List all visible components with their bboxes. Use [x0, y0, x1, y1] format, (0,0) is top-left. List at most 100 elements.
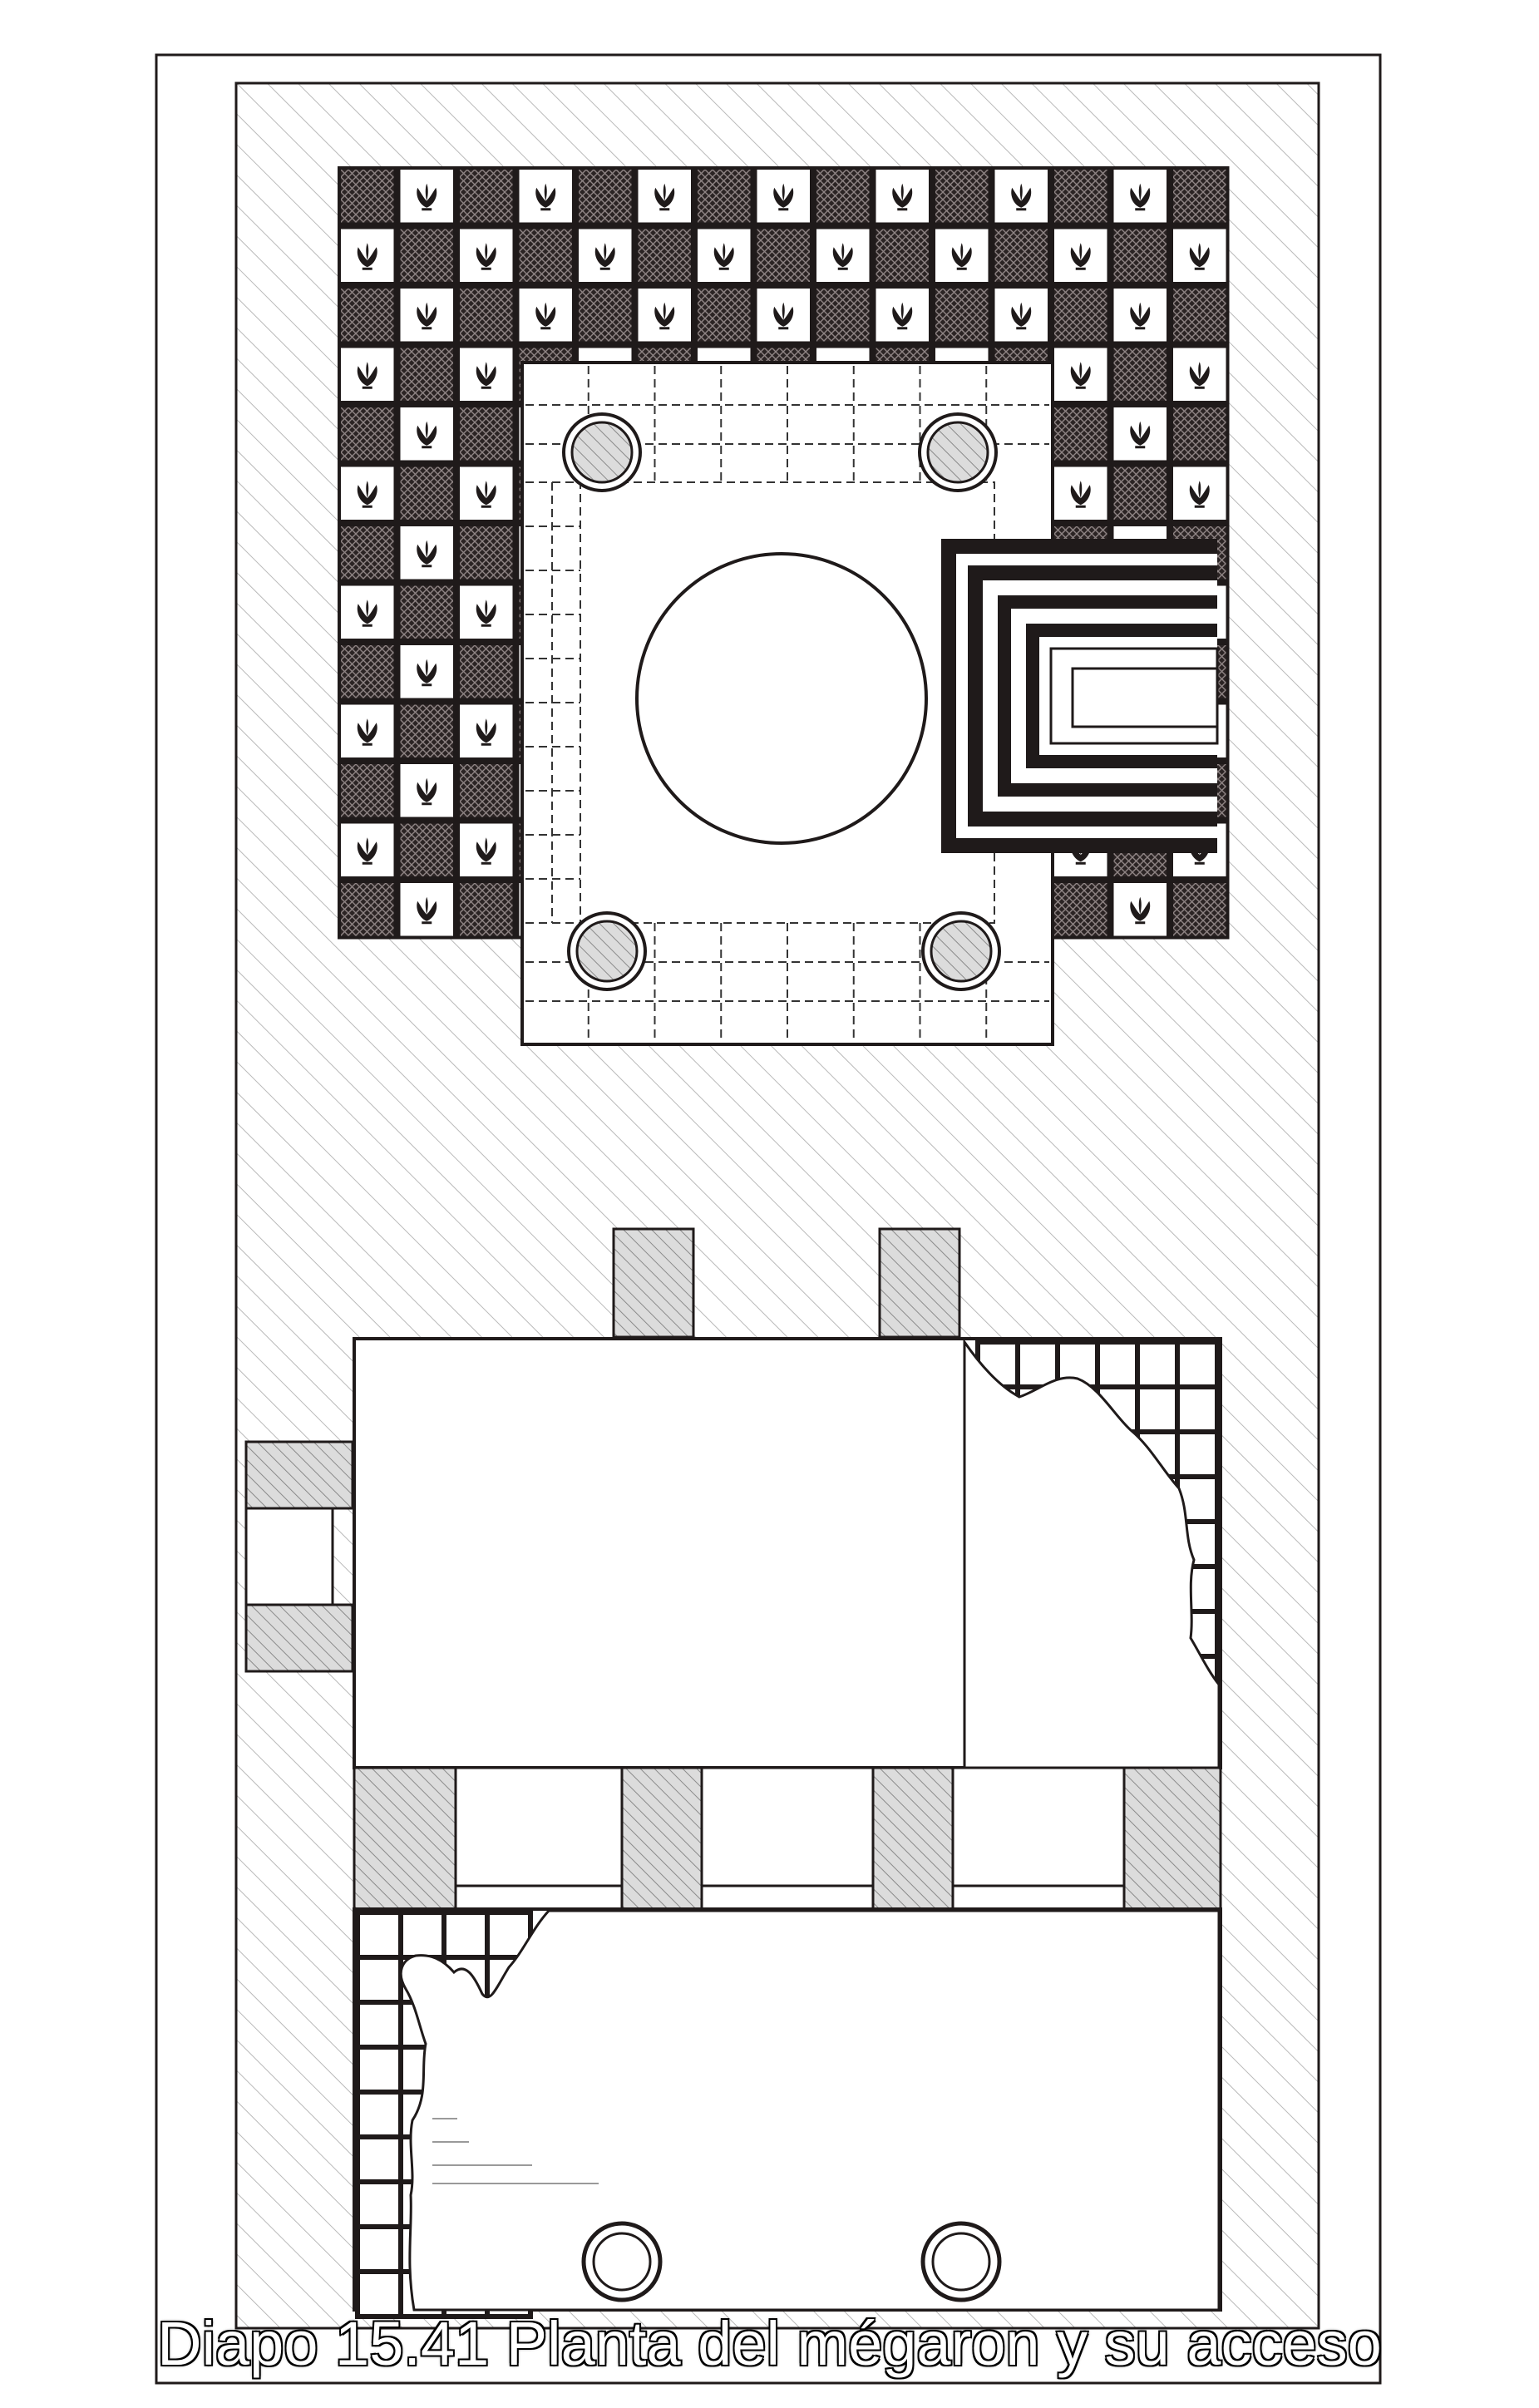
mosaic-tile: [460, 704, 513, 757]
mosaic-tile: [816, 170, 870, 223]
side-doorway: [244, 1440, 354, 1673]
faint-scan-marks: [432, 2118, 599, 2184]
palmette-motif: [468, 831, 505, 868]
mosaic-tile: [816, 289, 870, 342]
mosaic-tile: [1054, 229, 1107, 282]
palmette-motif: [527, 297, 564, 333]
mosaic-tile: [876, 289, 929, 342]
palmette-motif: [468, 237, 505, 274]
mosaic-tile: [341, 407, 394, 461]
mosaic-tile: [1113, 883, 1167, 936]
palmette-motif: [468, 356, 505, 392]
mosaic-tile: [460, 229, 513, 282]
mosaic-tile: [400, 289, 453, 342]
mosaic-tile: [400, 526, 453, 580]
palmette-motif: [1122, 297, 1158, 333]
mosaic-tile: [341, 526, 394, 580]
palmette-motif: [1122, 416, 1158, 452]
palmette-motif: [408, 297, 445, 333]
mosaic-tile: [341, 585, 394, 639]
palmette-motif: [1003, 297, 1039, 333]
palmette-motif: [587, 237, 624, 274]
mosaic-tile: [579, 170, 632, 223]
mosaic-tile: [994, 289, 1048, 342]
mosaic-tile: [1173, 229, 1226, 282]
mosaic-tile: [341, 764, 394, 817]
mosaic-tile: [341, 170, 394, 223]
palmette-motif: [706, 237, 742, 274]
mosaic-tile: [1054, 466, 1107, 520]
mosaic-tile: [638, 170, 691, 223]
mosaic-tile: [460, 764, 513, 817]
porch-column-right: [920, 2221, 1002, 2302]
palmette-motif: [1122, 178, 1158, 215]
mosaic-tile: [1054, 407, 1107, 461]
mosaic-tile: [1113, 348, 1167, 401]
palmette-motif: [1003, 178, 1039, 215]
mosaic-tile: [1054, 348, 1107, 401]
mosaic-tile: [519, 229, 572, 282]
mosaic-tile: [400, 585, 453, 639]
mosaic-tile: [638, 229, 691, 282]
throne-platform: [941, 539, 1219, 853]
vestibule-fragment-broken-edge: [963, 1338, 1221, 1769]
mosaic-tile: [698, 170, 751, 223]
mosaic-tile: [1054, 289, 1107, 342]
mosaic-tile: [400, 170, 453, 223]
door-pillar-left: [612, 1227, 695, 1339]
mosaic-tile: [460, 466, 513, 520]
palmette-motif: [349, 356, 386, 392]
hall-column: [567, 911, 647, 991]
mosaic-tile: [935, 289, 989, 342]
palmette-motif: [408, 535, 445, 571]
palmette-motif: [765, 297, 802, 333]
palmette-motif: [1063, 356, 1099, 392]
mosaic-tile: [1113, 407, 1167, 461]
palmette-motif: [468, 475, 505, 511]
hall-column: [562, 412, 642, 492]
mosaic-tile: [1113, 466, 1167, 520]
mosaic-tile: [341, 289, 394, 342]
mosaic-tile: [1173, 170, 1226, 223]
mosaic-tile: [1054, 170, 1107, 223]
mosaic-tile: [341, 883, 394, 936]
mosaic-tile: [400, 348, 453, 401]
slide-caption: Diapo 15.41 Planta del mégaron y su acce…: [156, 2308, 1384, 2380]
mosaic-tile: [400, 823, 453, 876]
mosaic-tile: [994, 170, 1048, 223]
palmette-motif: [408, 891, 445, 928]
palmette-motif: [944, 237, 980, 274]
mosaic-tile: [460, 645, 513, 698]
palmette-motif: [468, 594, 505, 630]
mosaic-tile: [341, 348, 394, 401]
mosaic-tile: [1173, 883, 1226, 936]
palmette-motif: [884, 178, 920, 215]
mosaic-tile: [1173, 348, 1226, 401]
palmette-motif: [349, 713, 386, 749]
palmette-motif: [1181, 237, 1218, 274]
porch-column-left: [581, 2221, 663, 2302]
hall-column: [921, 911, 1001, 991]
palmette-motif: [349, 475, 386, 511]
mosaic-tile: [341, 466, 394, 520]
palmette-motif: [408, 416, 445, 452]
palmette-motif: [408, 654, 445, 690]
mosaic-tile: [1113, 229, 1167, 282]
mosaic-tile: [341, 645, 394, 698]
mosaic-tile: [400, 407, 453, 461]
mosaic-tile: [341, 229, 394, 282]
palmette-motif: [349, 237, 386, 274]
mosaic-tile: [994, 229, 1048, 282]
mosaic-tile: [460, 289, 513, 342]
mosaic-tile: [400, 645, 453, 698]
mosaic-tile: [1173, 289, 1226, 342]
mosaic-tile: [757, 170, 810, 223]
mosaic-tile: [579, 289, 632, 342]
portico-piers: [353, 1766, 1222, 1911]
mosaic-tile: [460, 348, 513, 401]
palmette-motif: [1063, 475, 1099, 511]
hearth-circle: [635, 552, 928, 845]
mosaic-tile: [638, 289, 691, 342]
palmette-motif: [527, 178, 564, 215]
